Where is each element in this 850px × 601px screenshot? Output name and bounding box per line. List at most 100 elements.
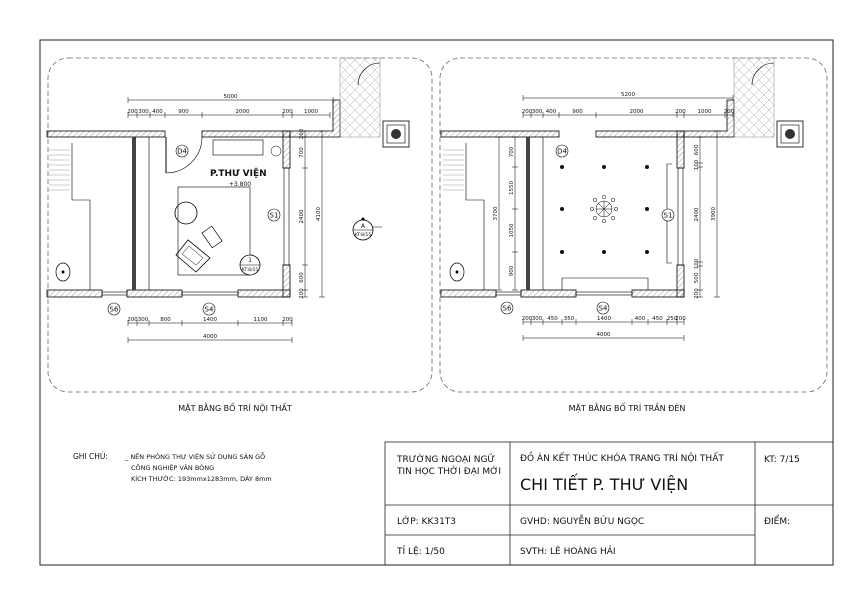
dimension-label: 100 (694, 159, 700, 170)
class-code: LỚP: KK31T3 (397, 515, 456, 527)
furniture-plan: D4 P.THƯ VIỆN +3.800 1 KT:8/15 A KT:8/15… (46, 57, 410, 343)
left-plan-boundary (47, 57, 433, 393)
downlight-icon (645, 250, 649, 254)
scale: TỈ LỆ: 1/50 (396, 545, 445, 557)
dimension-label: 600 (299, 272, 305, 283)
downlight-icon (645, 207, 649, 211)
dimension-label: 900 (572, 109, 583, 115)
plant-icon (270, 145, 282, 157)
dimension-label: 200 (724, 109, 735, 115)
door-tag: D4 (177, 148, 187, 156)
drawing-title: CHI TIẾT P. THƯ VIỆN (520, 473, 688, 494)
elevation-letter: A (361, 223, 366, 230)
chandelier-icon (589, 194, 619, 224)
window-tag-s6: S6 (110, 306, 119, 314)
dimension-label: 200 (522, 109, 533, 115)
notes-label: GHI CHÚ: (73, 452, 108, 461)
dimension-label: 100 (694, 258, 700, 269)
dimension-total: 4100 (316, 207, 322, 221)
dimension-label: 900 (178, 109, 189, 115)
dimension-label: 2400 (299, 209, 305, 223)
bookshelf (212, 139, 264, 156)
dimension-label: 1050 (509, 223, 515, 237)
sheet-number: KT: 7/15 (764, 455, 800, 465)
project-name: ĐỒ ÁN KẾT THÚC KHÓA TRANG TRÍ NỘI THẤT (520, 451, 724, 464)
rug (177, 186, 251, 276)
dimension-label: 350 (564, 316, 575, 322)
dimension-label: 200 (522, 316, 533, 322)
door-tag-circle (175, 144, 189, 158)
dimension-label: 700 (509, 146, 515, 157)
school-name-line2: TIN HỌC THỜI ĐẠI MỚI (396, 465, 501, 477)
dimension-label: 300 (532, 316, 543, 322)
ottoman (201, 225, 223, 249)
dimension-label: 200 (127, 109, 138, 115)
dimension-total: 5000 (224, 94, 238, 100)
dimension-label: 1400 (203, 317, 217, 323)
window-tag-s1: S1 (664, 212, 673, 220)
section-number: 1 (248, 257, 252, 264)
instructor: GVHD: NGUYỄN BỬU NGỌC (520, 514, 644, 527)
dimension-label: 200 (282, 109, 293, 115)
dimension-total: 3900 (711, 207, 717, 221)
dimension-total: 4000 (597, 332, 611, 338)
dimension-total: 3700 (493, 206, 499, 220)
school-name-line1: TRƯỜNG NGOẠI NGỮ (396, 453, 495, 465)
round-table (174, 201, 198, 225)
dimension-label: 200 (675, 109, 686, 115)
note-line: _ NỀN PHÒNG THƯ VIỆN SỬ DỤNG SÀN GỖ (124, 451, 265, 461)
dimension-label: 400 (152, 109, 163, 115)
room-elevation: +3.800 (229, 181, 251, 188)
dimension-label: 300 (138, 109, 149, 115)
dimension-label: 200 (282, 317, 293, 323)
shelf-outline (561, 277, 649, 290)
dimension-label: 1000 (698, 109, 712, 115)
notes: GHI CHÚ: _ NỀN PHÒNG THƯ VIỆN SỬ DỤNG SÀ… (73, 451, 272, 483)
dimension-label: 450 (652, 316, 663, 322)
dimension-label: 200 (675, 316, 686, 322)
dimension-label: 250 (667, 316, 678, 322)
dimension-total: 5200 (621, 92, 635, 98)
dimension-label: 900 (509, 265, 515, 276)
downlights (560, 165, 649, 254)
section-ref: KT:8/15 (242, 267, 259, 273)
armchair (175, 239, 211, 273)
right-plan-caption: MẶT BẰNG BỐ TRÍ TRẦN ĐÈN (569, 401, 686, 414)
dimension-label: 400 (635, 316, 646, 322)
right-plan-boundary (439, 57, 828, 393)
dimension-label: 1400 (597, 316, 611, 322)
note-line: KÍCH THƯỚC: 193mmx1283mm, DÀY 8mm (131, 474, 272, 483)
dimension-label: 400 (546, 109, 557, 115)
left-plan-caption: MẶT BẰNG BỐ TRÍ NỘI THẤT (178, 401, 292, 414)
dimension-label: 2000 (236, 109, 250, 115)
window-tag-s4: S4 (205, 306, 214, 314)
dimension-label: 1550 (509, 181, 515, 195)
student: SVTH: LÊ HOÀNG HẢI (520, 545, 616, 557)
window-tag-s4: S4 (599, 305, 608, 313)
dimension-label: 1100 (254, 317, 268, 323)
downlight-icon (560, 165, 564, 169)
window-tag-s6: S6 (503, 305, 512, 313)
downlight-icon (645, 165, 649, 169)
score-label: ĐIỂM: (764, 514, 790, 527)
dimension-label: 700 (299, 147, 305, 158)
dimension-label: 300 (532, 109, 543, 115)
dimension-label: 2000 (630, 109, 644, 115)
dimension-label: 200 (694, 288, 700, 299)
dimension-total: 4000 (203, 334, 217, 340)
dimension-label: 600 (694, 144, 700, 155)
room-name: P.THƯ VIỆN (210, 168, 267, 179)
downlight-icon (560, 207, 564, 211)
note-line: CÔNG NGHIỆP VÂN BÓNG (131, 463, 214, 472)
downlight-icon (560, 250, 564, 254)
dimension-label: 200 (299, 288, 305, 299)
dimension-label: 2400 (694, 207, 700, 221)
elevation-ref: KT:8/15 (355, 232, 372, 238)
dimension-label: 200 (299, 128, 305, 139)
downlight-icon (602, 165, 606, 169)
dimension-label: 500 (694, 272, 700, 283)
door-tag: D4 (557, 148, 567, 156)
